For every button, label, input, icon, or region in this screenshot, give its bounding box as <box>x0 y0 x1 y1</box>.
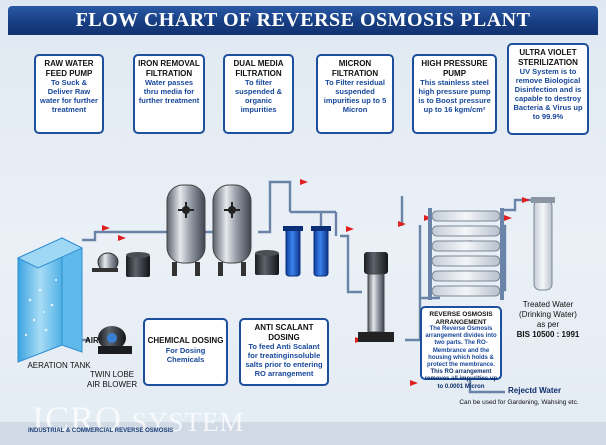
micron-filter-2 <box>311 226 331 277</box>
anti-scalant-tank <box>255 250 279 275</box>
treated-water-label: Treated Water (Drinking Water) as per <box>519 300 577 329</box>
ro-arrangement-box: REVERSE OSMOSIS ARRANGEMENT The Reverse … <box>420 306 502 390</box>
brand-subtitle: INDUSTRIAL & COMMERCIAL REVERSE OSMOSIS <box>28 428 174 434</box>
high-pressure-pump-box: HIGH PRESSURE PUMP This stainless steel … <box>412 54 497 134</box>
chemical-dosing-tank <box>126 252 150 277</box>
brand-logo: ICRO SYSTEM <box>32 399 245 439</box>
iron-removal-vessel <box>166 184 206 276</box>
dual-media-vessel <box>212 184 252 276</box>
aeration-tank-label: AERATION TANK <box>27 361 91 370</box>
high-pressure-pump <box>358 252 394 342</box>
anti-scalant-box: ANTI SCALANT DOSING To feed Anti Scalant… <box>239 318 329 386</box>
chemical-dosing-box: CHEMICAL DOSING For Dosing Chemicals <box>143 318 228 386</box>
ro-membranes <box>428 208 504 300</box>
uv-sterilization-box: ULTRA VIOLET STERILIZATION UV System is … <box>507 43 589 135</box>
blower-label: TWIN LOBE AIR BLOWER <box>86 370 138 389</box>
micron-filter-1 <box>283 226 303 277</box>
air-label: AIR <box>85 336 99 345</box>
micron-filtration-box: MICRON FILTRATION To Filter residual sus… <box>316 54 394 134</box>
uv-sterilizer <box>531 197 555 291</box>
diagram-title: FLOW CHART OF REVERSE OSMOSIS PLANT <box>8 6 598 35</box>
air-blower <box>98 326 132 354</box>
raw-water-feed-pump-box: RAW WATER FEED PUMP To Suck & Deliver Ra… <box>34 54 104 134</box>
raw-water-pump <box>92 252 119 272</box>
iron-removal-box: IRON REMOVAL FILTRATION Water passes thr… <box>133 54 205 134</box>
reject-water-label: Rejectd Water <box>508 386 562 395</box>
bis-standard-label: BIS 10500 : 1991 <box>516 330 580 339</box>
dual-media-box: DUAL MEDIA FILTRATION To filter suspende… <box>223 54 294 134</box>
footer-band <box>0 422 606 445</box>
reject-water-note: Can be used for Gardening, Wahsing etc. <box>459 399 579 406</box>
aeration-tank <box>16 237 84 363</box>
